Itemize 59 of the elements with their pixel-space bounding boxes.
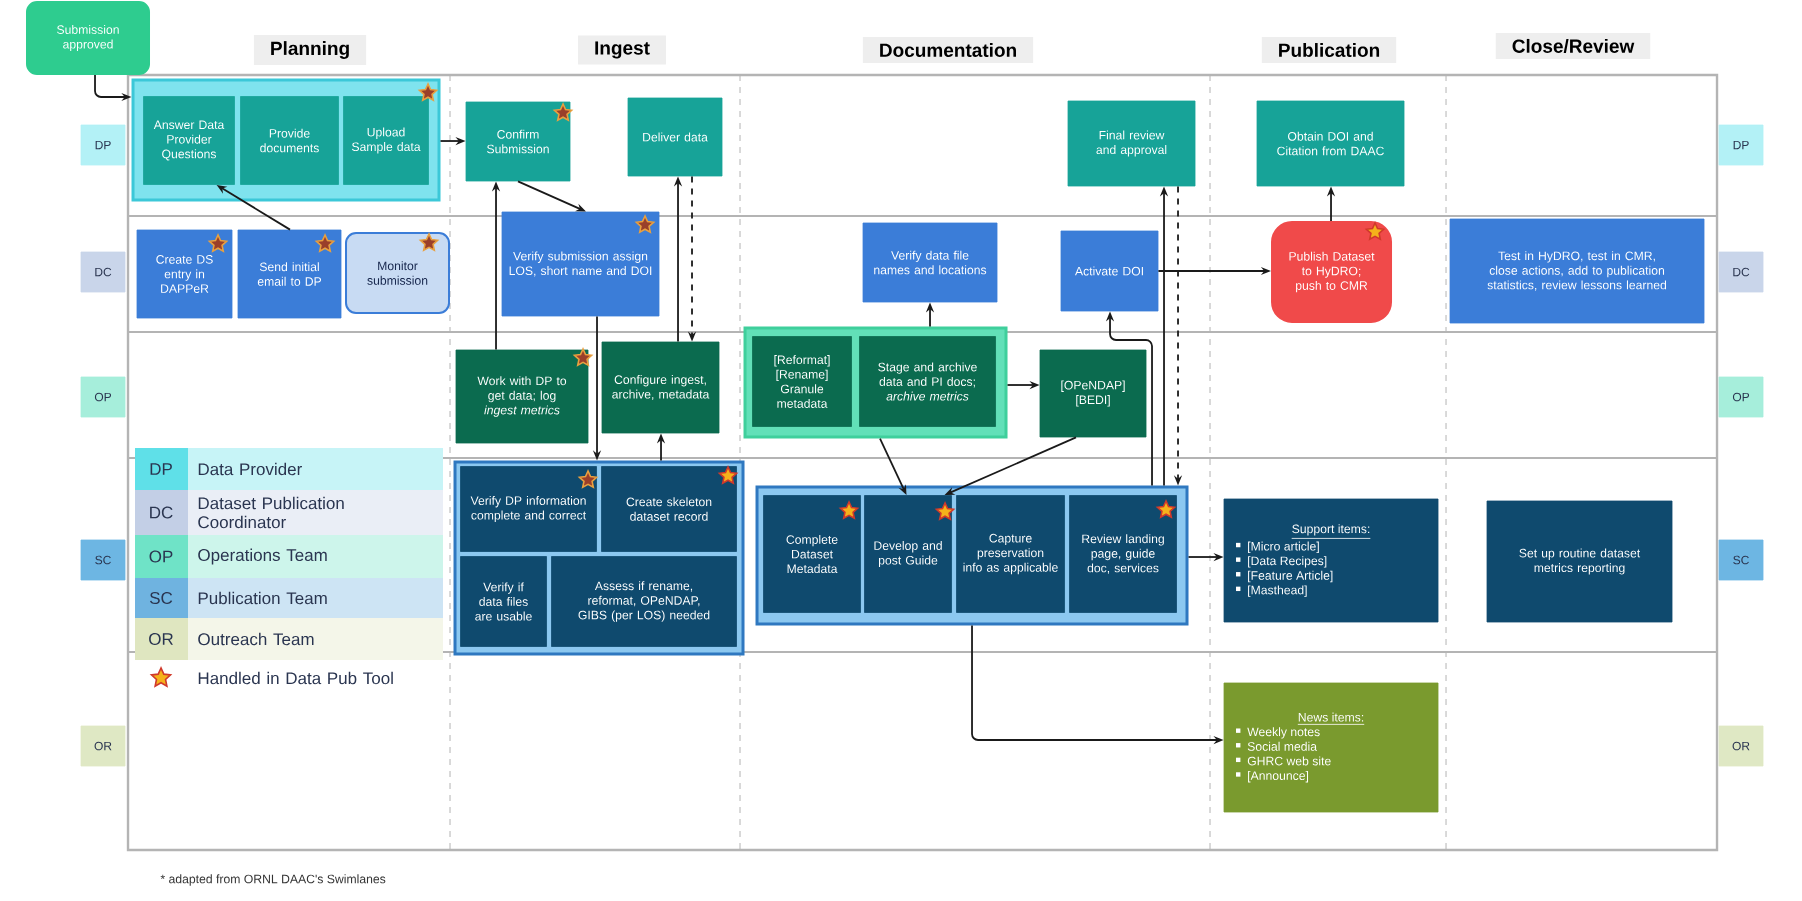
legend-label: Handled in Data Pub Tool — [198, 671, 393, 685]
legend-abbreviation: OR — [149, 633, 173, 645]
process-box: Develop and post Guide — [864, 495, 952, 613]
process-box: Verify data file names and locations — [862, 222, 998, 303]
process-box: Answer Data Provider Questions — [143, 96, 235, 185]
process-box: Deliver data — [627, 97, 723, 177]
legend-label: Operations Team — [198, 548, 327, 565]
process-box: Upload Sample data — [343, 96, 429, 185]
process-box: Configure ingest, archive, metadata — [601, 341, 720, 434]
lane-tag: SC — [1718, 539, 1764, 581]
lane-tag: DC — [1718, 251, 1764, 293]
process-box: Capture preservation info as applicable — [956, 495, 1065, 613]
process-box: Verify DP information complete and correct — [460, 466, 597, 552]
column-header: Ingest — [578, 35, 666, 65]
process-box: Complete Dataset Metadata — [763, 495, 861, 613]
legend-label: Outreach Team — [198, 632, 314, 646]
legend-label: Publication Team — [198, 591, 327, 605]
lane-tag: OP — [1718, 376, 1764, 418]
start-box: Submission approved — [26, 1, 150, 75]
process-box: Stage and archive data and PI docs; archive metrics — [859, 336, 996, 427]
item-list-box: News items: Weekly notes Social media GHRC web site [Announce] — [1223, 682, 1439, 813]
process-box: Confirm Submission — [465, 101, 571, 182]
lane-tag: DP — [80, 124, 126, 166]
legend-abbreviation: DP — [150, 463, 172, 475]
legend-abbreviation: OP — [149, 550, 173, 563]
process-box: [OPeNDAP] [BEDI] — [1039, 349, 1147, 438]
process-box: Verify submission assign LOS, short name and DOI — [501, 211, 660, 317]
lane-tag: DC — [80, 251, 126, 293]
lane-tag: OP — [80, 376, 126, 418]
footnote: * adapted from ORNL DAAC's Swimlanes — [160, 874, 386, 886]
process-box: [Reformat] [Rename] Granule metadata — [752, 336, 852, 427]
legend-abbreviation: DC — [150, 506, 173, 519]
legend-label: Dataset Publication Coordinator — [198, 496, 344, 529]
process-box: Verify if data files are usable — [460, 556, 547, 647]
lane-tag: DP — [1718, 124, 1764, 166]
item-list-box: Support items: [Micro article] [Data Recipes] [Feature Article] [Masthead] — [1223, 498, 1439, 623]
process-box: Activate DOI — [1060, 230, 1159, 312]
process-box: Work with DP to get data; log ingest metrics — [455, 349, 589, 444]
process-box: Create DS entry in DAPPeR — [136, 229, 233, 319]
process-box: Test in HyDRO, test in CMR, close actions, add to publication statistics, review lessons learned — [1449, 218, 1705, 324]
lane-tag: SC — [80, 539, 126, 581]
column-header: Publication — [1261, 37, 1397, 63]
process-box: Set up routine dataset metrics reporting — [1486, 500, 1673, 623]
lane-tag: OR — [1718, 725, 1764, 767]
process-box: Assess if rename, reformat, OPeNDAP, GIBS (per LOS) needed — [551, 556, 737, 647]
legend-label: Data Provider — [198, 462, 302, 476]
process-box: Review landing page, guide doc, services — [1069, 495, 1177, 613]
process-box: Monitor submission — [345, 232, 450, 314]
process-box: Send initial email to DP — [237, 229, 342, 319]
process-box: Provide documents — [240, 96, 339, 185]
process-box: Obtain DOI and Citation from DAAC — [1256, 100, 1405, 187]
process-box: Final review and approval — [1067, 100, 1196, 187]
column-header: Planning — [253, 35, 367, 65]
process-box: Create skeleton dataset record — [601, 466, 737, 552]
column-header: Close/Review — [1495, 32, 1651, 60]
process-box: Publish Dataset to HyDRO; push to CMR — [1271, 221, 1392, 323]
column-header: Documentation — [862, 37, 1034, 63]
legend-abbreviation: SC — [150, 592, 173, 604]
lane-tag: OR — [80, 725, 126, 767]
